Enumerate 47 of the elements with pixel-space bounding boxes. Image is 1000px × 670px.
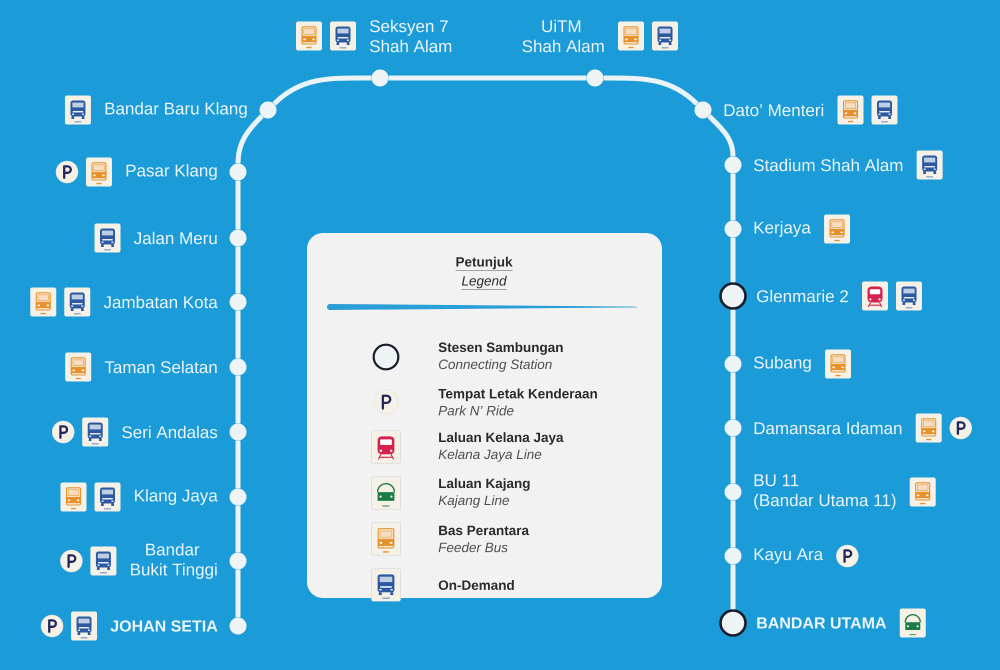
station-name: Seri Andalas bbox=[122, 426, 218, 438]
route-line bbox=[236, 570, 240, 618]
route-line bbox=[388, 76, 586, 80]
legend-label: Laluan Kelana Jaya Kelana Jaya Line bbox=[438, 432, 564, 462]
station-name: Damansara Idaman bbox=[754, 422, 902, 434]
legend-label: Stesen Sambungan Connecting Station bbox=[438, 342, 563, 372]
station-name: UiTM Shah Alam bbox=[522, 20, 604, 52]
legend-label: Laluan Kajang Kajang Line bbox=[438, 478, 530, 508]
station-name: Glenmarie 2 bbox=[757, 290, 848, 302]
station-name: BU 11 (Bandar Utama 11) bbox=[754, 474, 896, 510]
route-line bbox=[730, 310, 736, 356]
route-line bbox=[236, 246, 240, 294]
station-name: Kayu Ara bbox=[754, 548, 824, 564]
route-line bbox=[604, 76, 699, 106]
route-line bbox=[730, 500, 736, 548]
station-name: Bandar Bukit Tinggi bbox=[131, 543, 217, 579]
station-name: Jalan Meru bbox=[134, 232, 217, 244]
station-name: Seksyen 7 Shah Alam bbox=[370, 20, 452, 52]
station-name: Stadium Shah Alam bbox=[754, 158, 902, 172]
legend-heading: Legend bbox=[461, 276, 507, 290]
station-name: Dato’ Menteri bbox=[724, 104, 824, 116]
route-line bbox=[730, 436, 736, 484]
station-name: JOHAN SETIA bbox=[110, 620, 218, 632]
route-line bbox=[236, 114, 264, 164]
legend-heading: Petunjuk bbox=[455, 256, 513, 271]
route-line bbox=[236, 180, 240, 230]
route-line bbox=[272, 75, 372, 106]
station-name: Pasar Klang bbox=[126, 164, 217, 180]
station-name: Subang bbox=[754, 356, 811, 372]
route-line bbox=[730, 564, 736, 610]
route-line bbox=[236, 440, 240, 488]
route-line bbox=[707, 114, 736, 156]
route-line bbox=[236, 376, 240, 424]
station-name: Jambatan Kota bbox=[104, 296, 218, 308]
station-name: Kerjaya bbox=[754, 221, 811, 237]
legend-label: On-Demand bbox=[438, 580, 514, 590]
station-name: Bandar Baru Klang bbox=[106, 102, 247, 118]
legend-label: Tempat Letak Kenderaan Park N’ Ride bbox=[438, 388, 597, 416]
route-line bbox=[730, 238, 736, 282]
route-line bbox=[236, 506, 240, 552]
route-line bbox=[730, 372, 736, 420]
station-name: Klang Jaya bbox=[135, 489, 218, 505]
legend-label: Bas Perantara Feeder Bus bbox=[438, 526, 530, 552]
station-name: Taman Selatan bbox=[104, 360, 217, 374]
route-line bbox=[236, 310, 240, 358]
station-name: BANDAR UTAMA bbox=[757, 617, 886, 629]
route-line bbox=[730, 174, 736, 220]
